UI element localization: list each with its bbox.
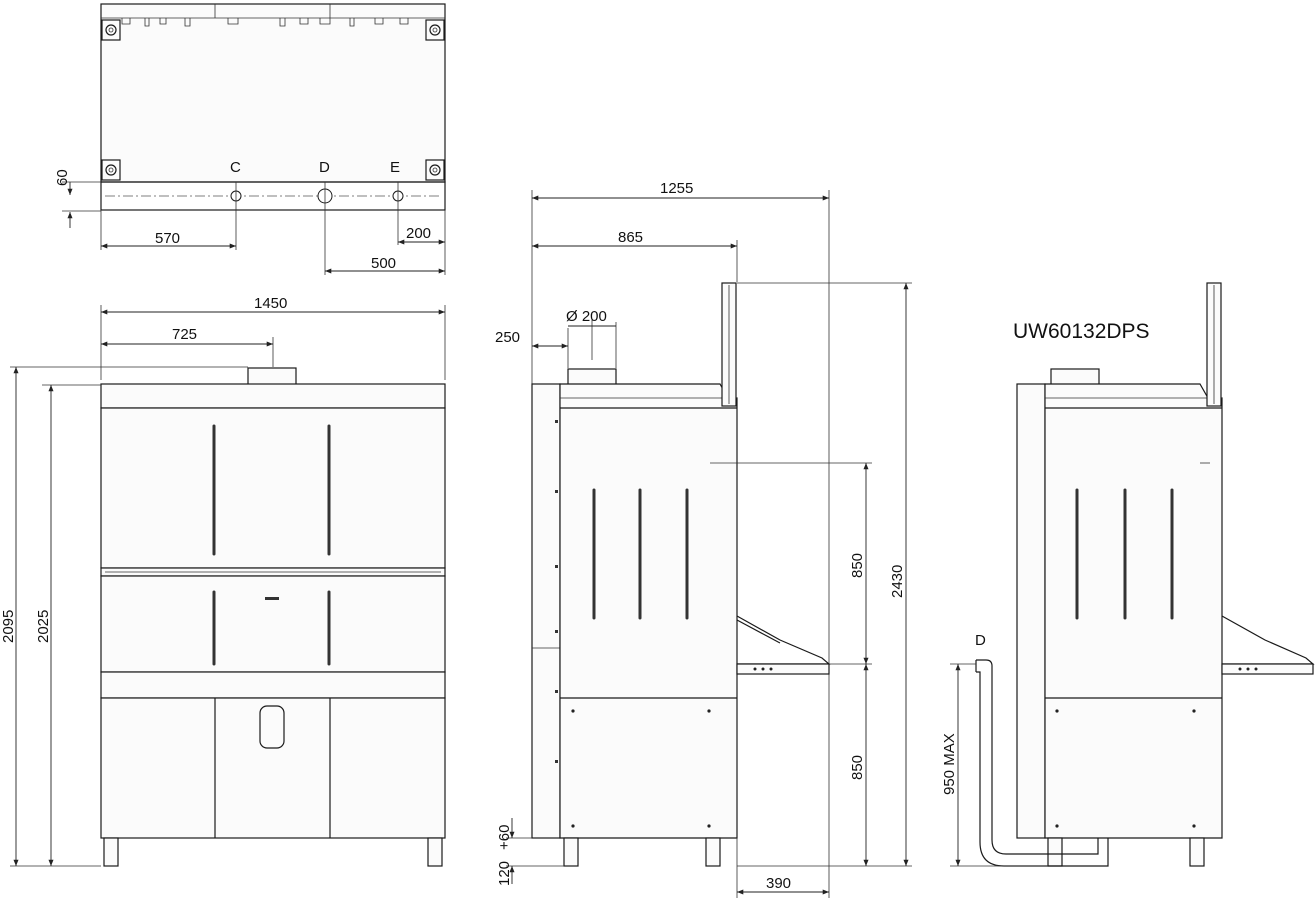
connection-d-label: D — [319, 159, 330, 176]
foot-marker — [101, 19, 121, 41]
foot-marker — [425, 159, 445, 181]
dim-850-upper-label: 850 — [849, 553, 866, 578]
dim-390-label: 390 — [766, 875, 791, 892]
side-view: 1255 865 250 Ø 200 — [495, 180, 912, 898]
connection-c-label: C — [230, 159, 241, 176]
dim-2025-label: 2025 — [35, 610, 52, 643]
dim-250-label: 250 — [495, 329, 520, 346]
model-name: UW60132DPS — [1013, 320, 1150, 343]
connection-e-label: E — [390, 159, 400, 176]
top-view: C D E 60 570 200 500 — [54, 3, 446, 275]
dim-725-label: 725 — [172, 326, 197, 343]
side-view-drain: UW60132DPS D 950 MAX — [941, 282, 1315, 867]
dim-865-label: 865 — [618, 229, 643, 246]
front-view: 1450 725 2095 202 — [0, 295, 446, 867]
dim-60-label: 60 — [54, 169, 71, 186]
dim-2095-label: 2095 — [0, 610, 17, 643]
dim-570-label: 570 — [155, 230, 180, 247]
dim-200-top-label: 200 — [406, 225, 431, 242]
dim-850-lower-label: 850 — [849, 755, 866, 780]
foot-marker — [425, 19, 445, 41]
dim-950-max-label: 950 MAX — [941, 733, 958, 795]
dim-1255-label: 1255 — [660, 180, 693, 197]
dim-500-label: 500 — [371, 255, 396, 272]
dim-120-label: 120 — [496, 861, 513, 886]
dim-plus60-label: +60 — [496, 825, 513, 850]
dim-2430-label: 2430 — [889, 565, 906, 598]
drain-connection-label: D — [975, 632, 986, 649]
dim-1450-label: 1450 — [254, 295, 287, 312]
dim-diameter-200-label: Ø 200 — [566, 308, 607, 325]
foot-marker — [101, 159, 121, 181]
